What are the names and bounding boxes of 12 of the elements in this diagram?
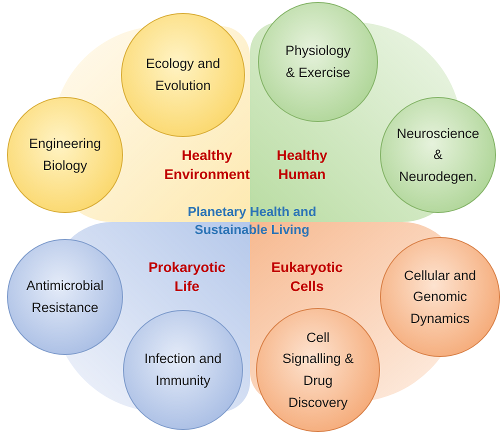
- topic-label: Cell Signalling & Drug Discovery: [281, 328, 355, 412]
- topic-label: Neuroscience & Neurodegen.: [396, 124, 480, 186]
- quadrant-title: Healthy Human: [276, 146, 328, 184]
- quadrant-title: Eukaryotic Cells: [270, 258, 344, 296]
- topic-label: Infection and Immunity: [144, 350, 222, 390]
- topic-label: Antimicrobial Resistance: [26, 277, 104, 317]
- topic-label: Ecology and Evolution: [144, 55, 222, 95]
- topic-label: Cellular and Genomic Dynamics: [402, 266, 478, 328]
- quadrant-title: Prokaryotic Life: [147, 258, 227, 296]
- topic-label: Engineering Biology: [28, 135, 102, 175]
- quadrant-title: Healthy Environment: [163, 146, 251, 184]
- topic-label: Physiology & Exercise: [284, 42, 352, 82]
